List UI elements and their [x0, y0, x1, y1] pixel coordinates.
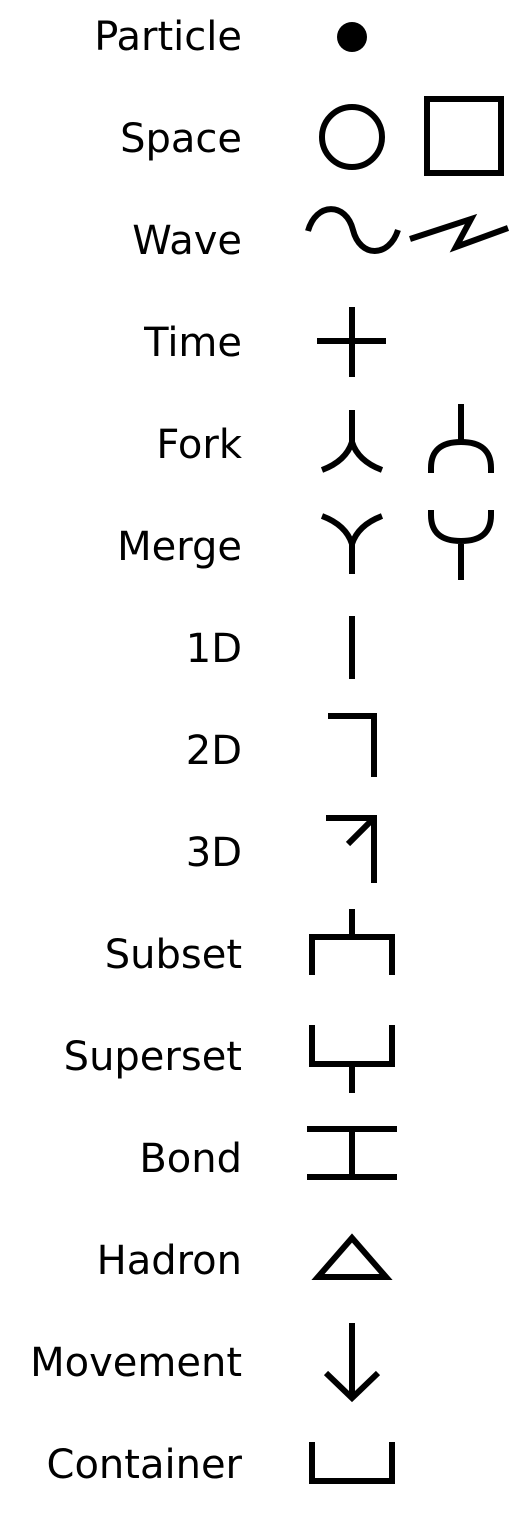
i-beam-icon — [307, 1126, 397, 1180]
open-box-icon — [309, 1442, 395, 1484]
legend-row-particle: Particle — [0, 0, 517, 88]
legend-row-superset: Superset — [0, 1006, 517, 1108]
row-label: Particle — [94, 14, 242, 60]
square-icon — [424, 96, 504, 176]
vertical-bar-icon — [349, 616, 355, 679]
row-label: Superset — [63, 1034, 242, 1080]
legend-row-merge: Merge — [0, 496, 517, 598]
row-label: Hadron — [96, 1238, 242, 1284]
superset-bracket-icon — [309, 1025, 395, 1093]
row-label: 3D — [185, 830, 242, 876]
row-label: Space — [120, 116, 242, 162]
circle-icon — [319, 104, 385, 170]
legend-row-time: Time — [0, 292, 517, 394]
legend-row-subset: Subset — [0, 904, 517, 1006]
legend-row-movement: Movement — [0, 1312, 517, 1414]
row-label: 2D — [185, 728, 242, 774]
legend-row-fork: Fork — [0, 394, 517, 496]
legend-row-space: Space — [0, 88, 517, 190]
legend-row-container: Container — [0, 1414, 517, 1516]
row-label: Fork — [156, 422, 242, 468]
row-label: Subset — [104, 932, 242, 978]
plus-cross-icon — [317, 307, 386, 377]
legend-row-wave: Wave — [0, 190, 517, 292]
legend-row-bond: Bond — [0, 1108, 517, 1210]
triangle-icon — [311, 1233, 393, 1280]
filled-dot-icon — [337, 22, 367, 52]
row-label: Bond — [139, 1136, 242, 1182]
corner-bracket-icon — [328, 713, 377, 777]
down-arrow-icon — [323, 1323, 381, 1403]
subset-bracket-icon — [309, 909, 395, 975]
merge-loop-icon — [428, 510, 494, 580]
corner-arrow-icon — [326, 815, 377, 883]
fork-y-icon — [320, 410, 384, 473]
row-label: Merge — [117, 524, 242, 570]
row-label: 1D — [185, 626, 242, 672]
row-label: Time — [144, 320, 242, 366]
row-label: Container — [46, 1442, 242, 1488]
fork-loop-icon — [428, 404, 494, 473]
legend-row-3d: 3D — [0, 802, 517, 904]
row-label: Movement — [30, 1340, 242, 1386]
sine-wave-icon — [305, 206, 401, 254]
legend-row-1d: 1D — [0, 598, 517, 700]
zigzag-wave-icon — [409, 213, 510, 253]
legend-row-hadron: Hadron — [0, 1210, 517, 1312]
row-label: Wave — [132, 218, 242, 264]
legend-row-2d: 2D — [0, 700, 517, 802]
merge-y-icon — [320, 513, 384, 574]
